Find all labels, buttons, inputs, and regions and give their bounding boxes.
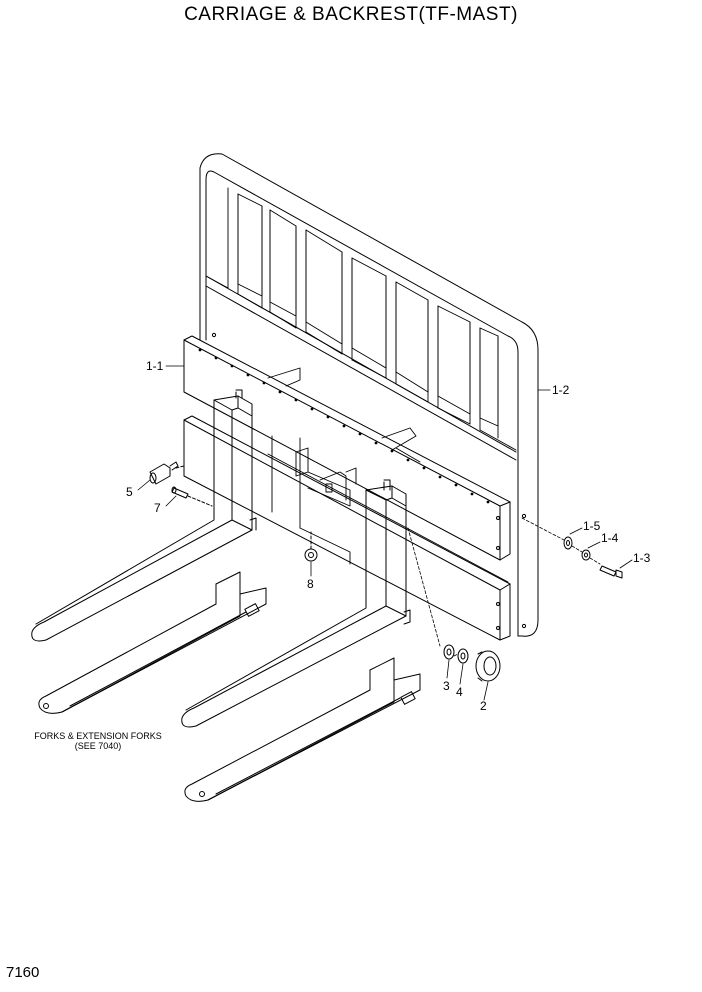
right-fork <box>181 479 411 728</box>
leader-lines <box>137 365 633 701</box>
callout-1-4: 1-4 <box>601 531 619 545</box>
callout-1-5: 1-5 <box>583 519 601 533</box>
callout-3: 3 <box>443 679 450 693</box>
part-1-4-washer <box>581 549 591 561</box>
part-1-5-washer <box>563 536 573 550</box>
callout-7: 7 <box>154 501 161 515</box>
carriage-upper-bar <box>183 335 511 561</box>
page-number: 7160 <box>6 964 40 981</box>
part-7-pin <box>171 486 213 507</box>
left-fork <box>31 389 257 642</box>
callout-4: 4 <box>456 685 463 699</box>
callout-1-1: 1-1 <box>146 359 164 373</box>
backrest-frame <box>199 153 539 637</box>
part-2-bearing <box>475 650 501 682</box>
forks-note-line1: FORKS & EXTENSION FORKS <box>34 731 162 741</box>
callout-2: 2 <box>480 699 487 713</box>
part-3-washer <box>443 644 455 660</box>
right-extension-fork <box>184 657 421 802</box>
carriage-lower-bar <box>183 415 511 641</box>
part-1-3-bolt <box>599 565 623 579</box>
forks-note: FORKS & EXTENSION FORKS (SEE 7040) <box>28 731 168 751</box>
callout-1-2: 1-2 <box>552 383 570 397</box>
page-title: CARRIAGE & BACKREST(TF-MAST) <box>184 4 518 25</box>
callout-1-3: 1-3 <box>633 551 651 565</box>
part-5-fitting <box>149 461 185 485</box>
part-4-washer <box>457 648 469 664</box>
left-extension-fork <box>38 571 267 714</box>
callout-8: 8 <box>307 577 314 591</box>
assembly-lines <box>407 517 601 657</box>
callout-5: 5 <box>126 485 133 499</box>
forks-note-line2: (SEE 7040) <box>74 741 122 751</box>
part-8-nut <box>304 531 318 562</box>
mast-brackets <box>267 367 509 583</box>
